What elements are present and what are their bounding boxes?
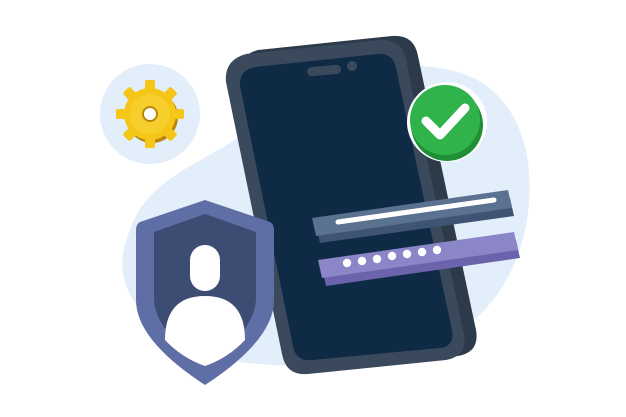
password-dots — [342, 245, 442, 268]
password-field — [318, 232, 520, 286]
username-field-line — [335, 197, 497, 225]
check-icon — [407, 82, 487, 162]
phone-screen — [239, 53, 453, 361]
smartphone-icon — [225, 35, 477, 375]
gear-badge — [100, 64, 200, 164]
shield-user-icon — [136, 200, 274, 385]
gear-icon — [116, 80, 184, 148]
user-head — [190, 245, 220, 291]
user-body — [165, 296, 245, 366]
username-field — [312, 190, 514, 243]
